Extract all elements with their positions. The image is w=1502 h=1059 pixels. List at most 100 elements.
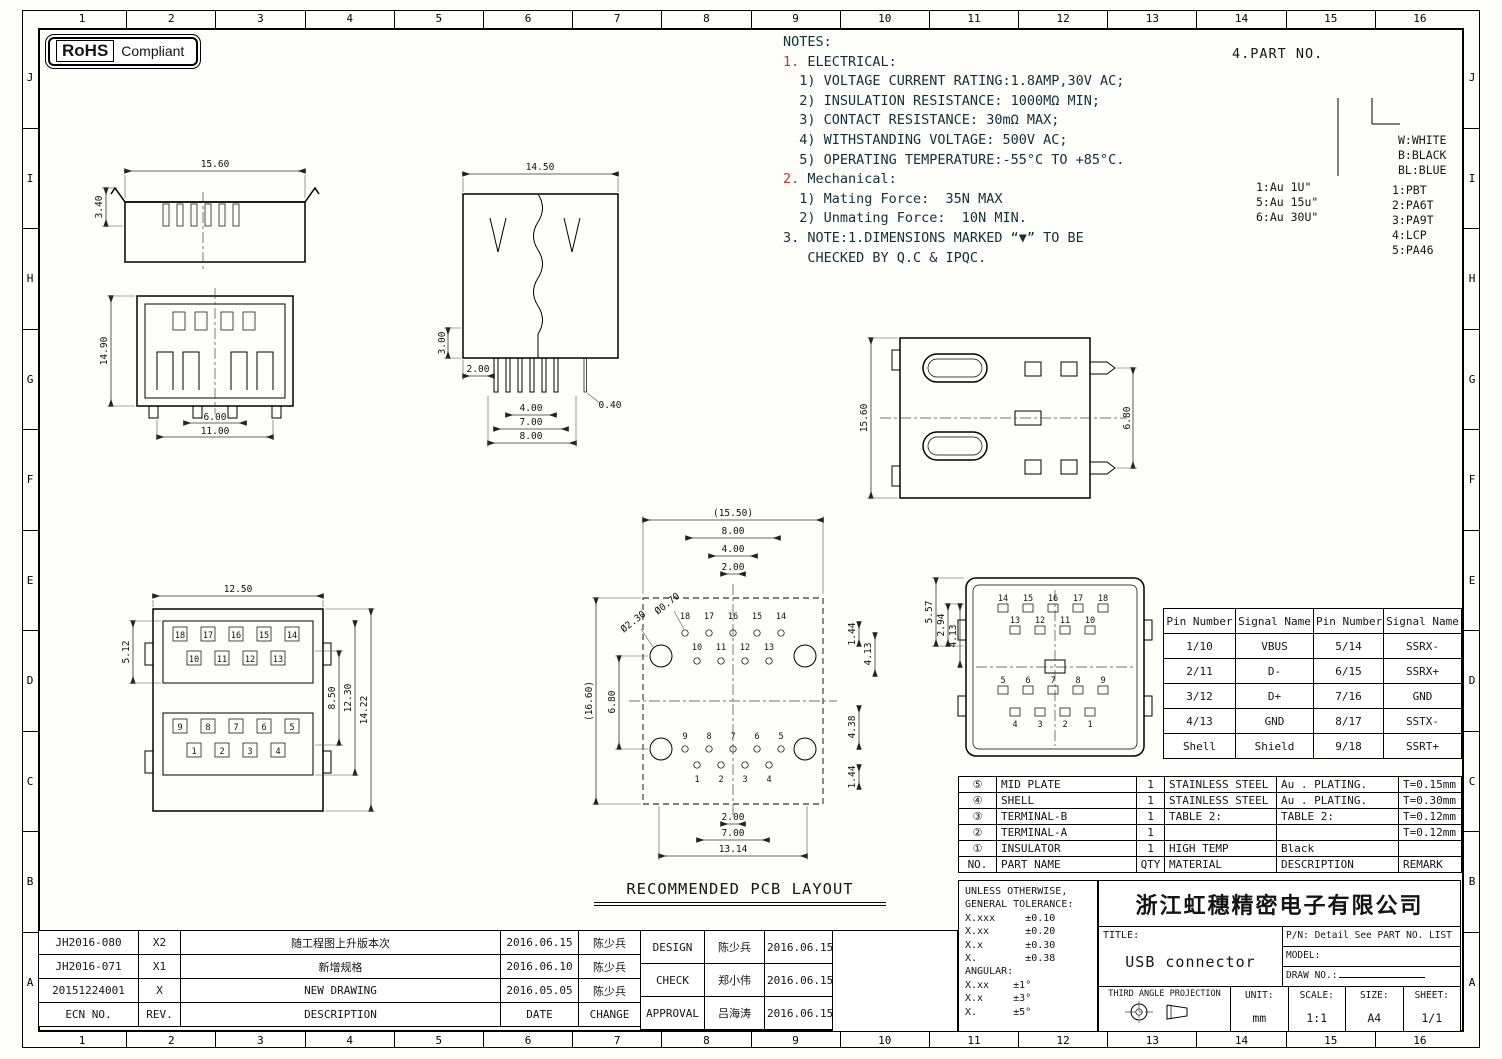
approval-cell: 郑小伟 [704, 963, 765, 997]
note-line: 4) WITHSTANDING VOLTAGE: 500V AC; [783, 131, 1068, 148]
border-cols-bottom-item: 12 [1018, 1032, 1107, 1048]
border-rows-right-item: A [1464, 931, 1480, 1033]
part-no-title: 4.PART NO. [1232, 46, 1324, 62]
pin-table-cell: SSRT+ [1383, 733, 1462, 759]
tolerance-block-item: X.x ±0.30 [965, 939, 1056, 951]
third-angle-projection-icon [1124, 1001, 1187, 1023]
dim-label: 0.40 [599, 400, 622, 411]
bom-cell: ① [958, 840, 997, 857]
pin-number: 9 [1100, 676, 1105, 686]
front-view-outline [136, 288, 294, 419]
pin-number: 4 [1012, 720, 1017, 730]
model-label: MODEL: [1282, 947, 1460, 967]
pin-table-cell: SSRX- [1383, 633, 1462, 659]
pin-number: 10 [189, 655, 199, 665]
border-cols-bottom-item: 3 [215, 1032, 304, 1048]
border-cols-bottom-item: 16 [1374, 1032, 1464, 1048]
title-label: TITLE: [1103, 930, 1140, 941]
pcb-outline [629, 584, 837, 818]
plating-list-item: 5:Au 15u" [1256, 195, 1319, 209]
bom-cell: T=0.12mm [1398, 808, 1462, 825]
pin-table-cell: 3/12 [1163, 683, 1236, 709]
approval-cell: APPROVAL [640, 996, 705, 1030]
note-line: 2) Unmating Force: 10N MIN. [783, 210, 1027, 227]
border-cols-bottom-item: 6 [482, 1032, 572, 1048]
pin-number: 14 [998, 594, 1008, 604]
pin-table-cell: Signal Name [1235, 608, 1314, 634]
pin-table-cell: D+ [1235, 683, 1314, 709]
border-rows-left-item: A [22, 931, 38, 1033]
dim-label: 1.44 [847, 765, 858, 788]
note-line: 1) Mating Force: 35N MAX [783, 190, 1003, 207]
pin-number: 2 [1062, 720, 1067, 730]
material-list-item: 4:LCP [1392, 228, 1427, 242]
border-rows-left-item: I [22, 127, 38, 229]
company-name: 浙江虹穗精密电子有限公司 [1099, 881, 1460, 927]
tolerance-block-item: X. ±5° [965, 1006, 1032, 1018]
pin-number: 6 [1025, 676, 1030, 686]
dim-label: 15.60 [201, 159, 230, 170]
pin-number: 3 [742, 775, 747, 785]
pin-number: 16 [728, 612, 738, 622]
tolerance-block-item: X.xx ±1° [965, 979, 1032, 991]
pin-number: 18 [680, 612, 690, 622]
border-cols-top-item: 13 [1107, 10, 1196, 28]
tolerance-block-item: X. ±0.38 [965, 953, 1056, 965]
unit-value: mm [1252, 1011, 1267, 1025]
dim-label: 8.00 [520, 431, 543, 442]
dim-label: 2.00 [467, 364, 490, 375]
approval-cell: 2016.06.15 [764, 930, 833, 964]
border-cols-top-item: 11 [928, 10, 1018, 28]
bom-cell: PART NAME [996, 856, 1137, 873]
pin-table-cell: Pin Number [1313, 608, 1384, 634]
border-cols-bottom-item: 1 [78, 1034, 86, 1047]
pin-table-cell: SSRX+ [1383, 658, 1462, 684]
pin-number: 10 [1085, 616, 1095, 626]
bom-cell: ③ [958, 808, 997, 825]
pin-table-cell: Shell [1163, 733, 1236, 759]
bom-cell: T=0.12mm [1398, 824, 1462, 841]
dim-label: 12.50 [224, 584, 253, 595]
pin-number: 9 [682, 732, 687, 742]
dim-label: 6.80 [1122, 406, 1133, 429]
pin-number: 5 [778, 732, 783, 742]
bom-cell: Au . PLATING. [1276, 776, 1399, 793]
color-list-item: B:BLACK [1398, 148, 1447, 162]
dim-label: (15.50) [713, 508, 753, 519]
dim-label: 5.57 [924, 601, 935, 624]
tolerance-block-item: X.xxx ±0.10 [965, 912, 1056, 924]
bom-cell: T=0.15mm [1398, 776, 1462, 793]
pin-number: 11 [1060, 616, 1070, 626]
pin-table-cell: 5/14 [1313, 633, 1384, 659]
tolerance-block-item: X.x ±3° [965, 993, 1032, 1005]
border-cols-bottom-item: 8 [661, 1032, 750, 1048]
border-cols-top-item: 8 [661, 10, 750, 28]
pin-table-cell: GND [1383, 683, 1462, 709]
pin-number: 9 [177, 723, 182, 733]
border-rows-right-item: B [1464, 831, 1480, 932]
pin-number: 1 [694, 775, 699, 785]
border-cols-top-item: 9 [750, 10, 840, 28]
bom-cell: T=0.30mm [1398, 792, 1462, 809]
pcb-layout-label: RECOMMENDED PCB LAYOUT [594, 880, 886, 906]
bom-cell: STAINLESS STEEL [1164, 776, 1277, 793]
revision-cell: ECN NO. [38, 1002, 139, 1027]
bom-cell: REMARK [1398, 856, 1462, 873]
pin-table-cell: 7/16 [1313, 683, 1384, 709]
bom-cell: MID PLATE [996, 776, 1137, 793]
border-cols-bottom-item: 14 [1196, 1032, 1285, 1048]
bom-cell: QTY [1136, 856, 1165, 873]
title-cell: TITLE: USB connector [1099, 927, 1283, 986]
revision-cell: CHANGE [578, 1002, 641, 1027]
pin-table-cell: 2/11 [1163, 658, 1236, 684]
pin-number: 13 [273, 655, 283, 665]
